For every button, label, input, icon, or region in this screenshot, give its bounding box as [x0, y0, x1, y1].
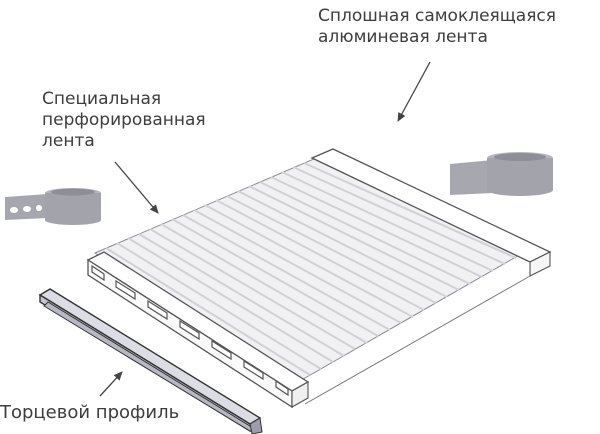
callout-arrows [99, 61, 431, 397]
end-profile [38, 288, 263, 434]
aluminium-tape-label: Сплошная самоклеящаяся алюминевая лента [318, 6, 556, 48]
panel-channels [105, 162, 517, 376]
aluminium-tape-label-line-2: алюминевая лента [318, 27, 488, 47]
perforated-tape-label: Специальная перфорированная лента [42, 89, 206, 152]
perforated-tape-label-line-2: перфорированная [42, 110, 206, 130]
aluminium-tape-roll [450, 152, 553, 196]
aluminium-tape-label-line-1: Сплошная самоклеящаяся [318, 6, 557, 26]
perforated-tape-roll [5, 188, 101, 225]
end-profile-arrow [99, 371, 123, 397]
perforation-slots [91, 264, 289, 397]
aluminium-tape-arrow [397, 61, 431, 122]
end-profile-label: Торцевой профиль [0, 402, 179, 423]
tape-perforations [10, 205, 42, 213]
perforated-tape-label-line-1: Специальная [42, 89, 162, 109]
perforated-tape-label-line-3: лента [42, 131, 95, 151]
perforated-tape-arrow [114, 161, 159, 214]
polycarbonate-panel [86, 148, 552, 409]
end-profile-label-line-1: Торцевой профиль [0, 402, 180, 423]
